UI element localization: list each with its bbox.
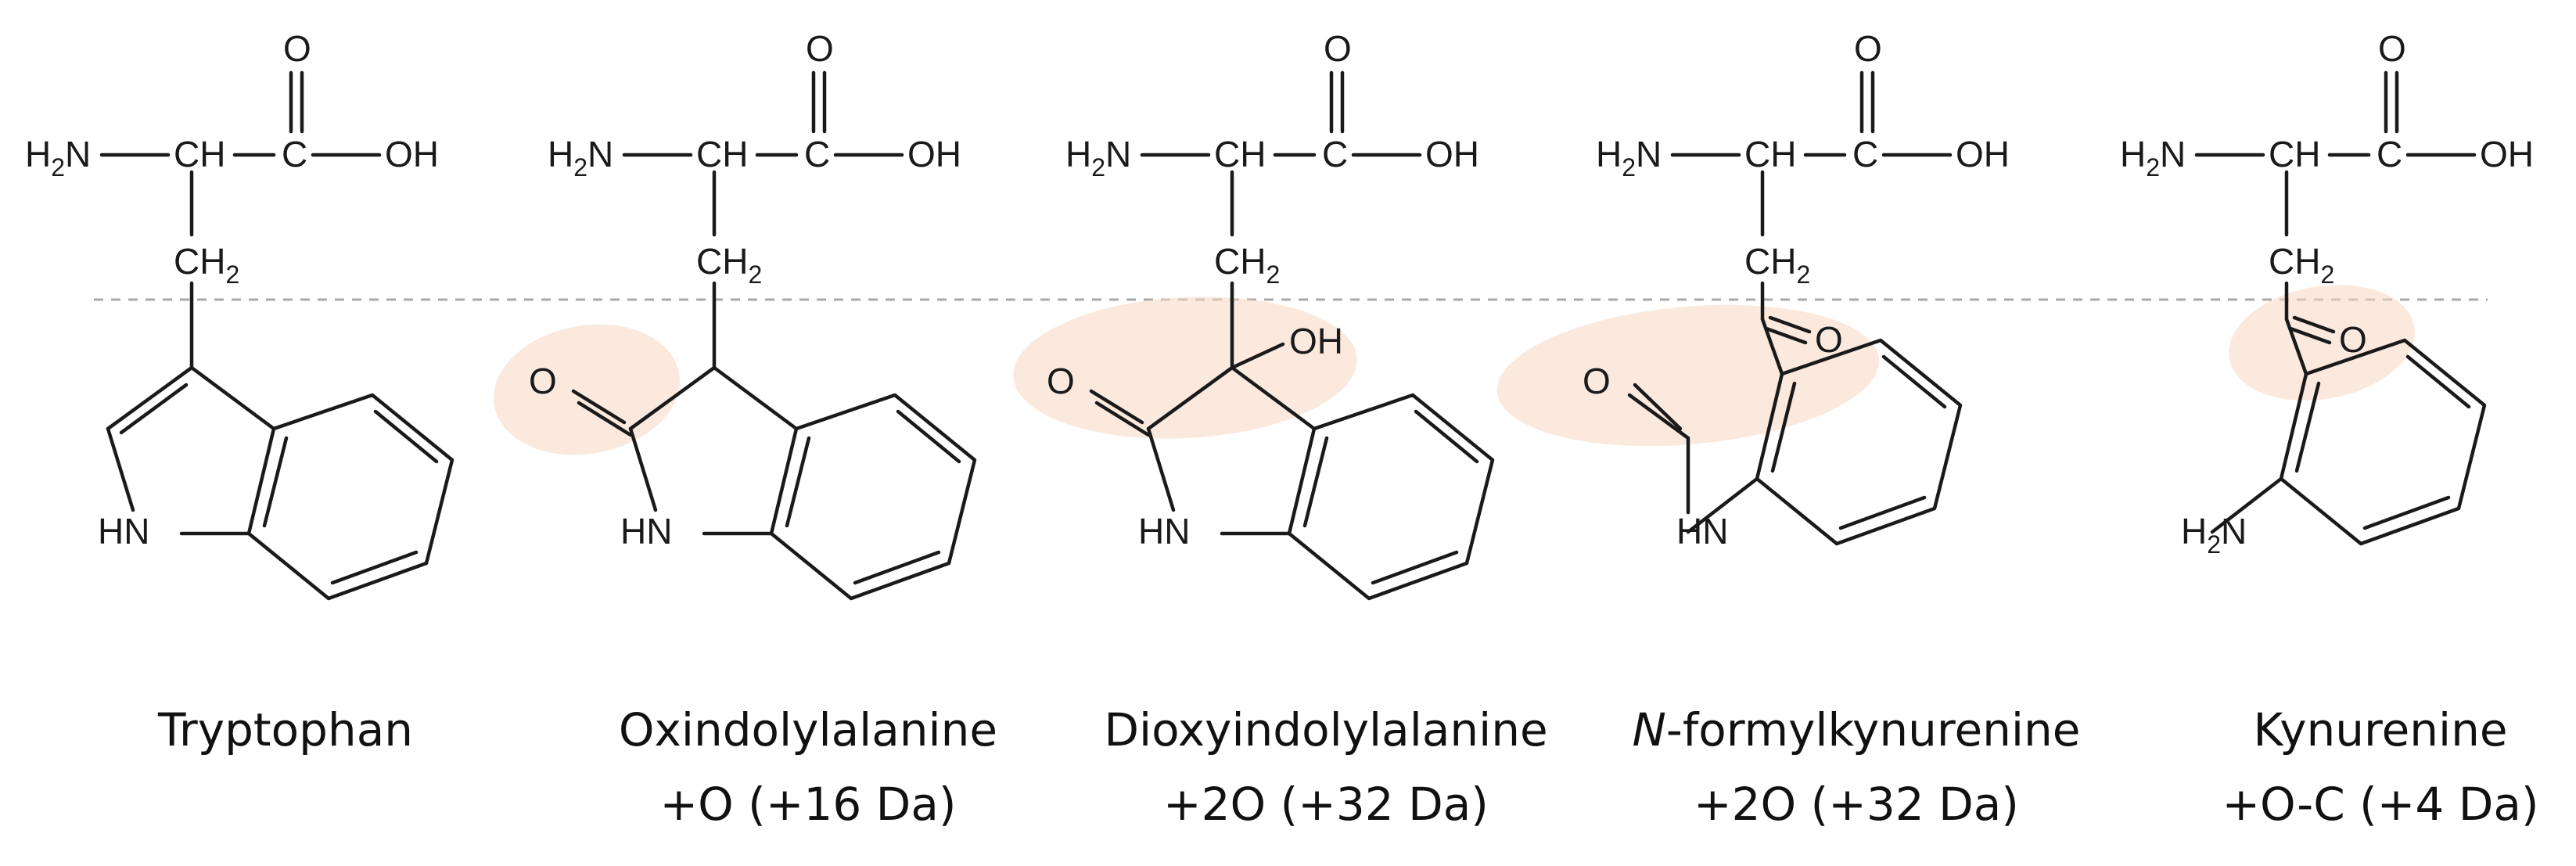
hydroxyl-label: OH xyxy=(1956,134,2010,174)
amine-label: H2N xyxy=(2120,134,2186,181)
double-bond xyxy=(373,409,439,464)
alpha-carbon-label: CH xyxy=(1744,134,1796,174)
benzene-ring xyxy=(1287,393,1495,601)
dioxyindolylalanine-structure: H2N CH C O OH CH2 OH O HN xyxy=(1013,28,1495,601)
tryptophan-structure: H2N CH C O OH CH2 HN xyxy=(25,28,454,601)
carbonyl-oxygen-label: O xyxy=(1324,28,1352,69)
double-bond xyxy=(330,550,419,585)
hydroxyl-label: OH xyxy=(907,134,961,174)
c3-hydroxyl-label: OH xyxy=(1289,321,1343,361)
methylene-label: CH2 xyxy=(696,241,762,289)
compound-name-kynurenine: Kynurenine xyxy=(2253,703,2507,756)
amine-label: H2N xyxy=(1596,134,1662,181)
alpha-carbon-label: CH xyxy=(2269,134,2320,174)
bond xyxy=(106,426,135,512)
methylene-label: CH2 xyxy=(1744,241,1810,289)
double-bond xyxy=(1371,550,1459,585)
carbonyl-oxygen-label: O xyxy=(1854,28,1882,69)
carbonyl-oxygen-label: O xyxy=(806,28,834,69)
alpha-carbon-label: CH xyxy=(1214,134,1266,174)
amine-label: H2N xyxy=(25,134,91,181)
methylene-label: CH2 xyxy=(2269,241,2334,289)
bond xyxy=(628,426,658,512)
compound-name-n-formylkynurenine: N-formylkynurenine xyxy=(1633,703,2081,756)
aniline-amine-label: H2N xyxy=(2181,511,2247,559)
double-bond xyxy=(2288,326,2332,345)
kynurenine-structure: H2N CH C O OH CH2 O H2N xyxy=(2120,28,2534,559)
compound-name-dioxyindolylalanine: Dioxyindolylalanine xyxy=(1104,703,1547,756)
bond xyxy=(1146,426,1176,512)
compound-labels: Tryptophan Oxindolylalanine +O (+16 Da) … xyxy=(157,703,2539,831)
double-bond xyxy=(2292,315,2336,334)
bond xyxy=(1230,365,1317,431)
double-bond xyxy=(785,436,811,528)
bond xyxy=(1686,476,1759,534)
bond xyxy=(1230,342,1285,370)
indole-nh-label: HN xyxy=(620,511,672,552)
carboxyl-carbon-label: C xyxy=(1322,134,1348,174)
formyl-oxygen-label: O xyxy=(1583,361,1611,401)
double-bond xyxy=(262,436,289,528)
bond xyxy=(106,365,194,431)
indole-nh-label: HN xyxy=(1138,511,1190,552)
double-bond xyxy=(1768,315,1812,334)
bond xyxy=(1146,365,1234,431)
alpha-carbon-label: CH xyxy=(696,134,748,174)
double-bond xyxy=(1838,495,1927,530)
amide-nh-label: HN xyxy=(1676,511,1728,552)
carbonyl-oxygen-label: O xyxy=(2378,28,2406,69)
carboxyl-carbon-label: C xyxy=(2377,134,2402,174)
double-bond xyxy=(1633,383,1683,431)
bond xyxy=(189,365,276,431)
mass-shift-oxindolylalanine: +O (+16 Da) xyxy=(660,778,957,831)
bond xyxy=(712,365,799,431)
double-bond xyxy=(1094,401,1151,437)
bond xyxy=(628,365,717,431)
double-bond xyxy=(2405,354,2471,409)
modification-highlight xyxy=(1496,304,1880,447)
modification-highlight xyxy=(2229,285,2415,401)
indole-nh-label: HN xyxy=(98,511,149,552)
amine-label: H2N xyxy=(1065,134,1131,181)
n-formylkynurenine-structure: H2N CH C O OH CH2 O HN O xyxy=(1496,28,2010,552)
oxindolylalanine-structure: H2N CH C O OH CH2 O HN xyxy=(493,28,977,601)
double-bond xyxy=(1764,326,1808,345)
alpha-carbon-label: CH xyxy=(174,134,225,174)
double-bond xyxy=(2294,381,2321,473)
double-bond xyxy=(1089,389,1144,425)
double-bond xyxy=(1302,436,1329,528)
double-bond xyxy=(896,409,961,464)
mass-shift-kynurenine: +O-C (+4 Da) xyxy=(2222,778,2538,831)
double-bond xyxy=(1770,381,1797,473)
compound-name-tryptophan: Tryptophan xyxy=(157,703,413,756)
lactam-oxygen-label: O xyxy=(529,361,557,401)
carboxyl-carbon-label: C xyxy=(282,134,307,174)
hydroxyl-label: OH xyxy=(385,134,439,174)
double-bond xyxy=(853,550,941,585)
hydroxyl-label: OH xyxy=(2480,134,2534,174)
double-bond xyxy=(577,401,633,437)
mass-shift-n-formylkynurenine: +2O (+32 Da) xyxy=(1694,778,2019,831)
bond xyxy=(2210,476,2283,534)
double-bond xyxy=(571,389,627,425)
double-bond xyxy=(119,383,189,435)
benzene-ring xyxy=(246,393,454,601)
compound-name-oxindolylalanine: Oxindolylalanine xyxy=(619,703,997,756)
modification-highlight xyxy=(493,324,681,455)
double-bond xyxy=(2362,495,2451,530)
benzene-ring xyxy=(769,393,977,601)
double-bond xyxy=(1881,354,1947,409)
methylene-label: CH2 xyxy=(1214,241,1280,289)
mass-shift-dioxyindolylalanine: +2O (+32 Da) xyxy=(1163,778,1489,831)
lactam-oxygen-label: O xyxy=(1047,361,1075,401)
amine-label: H2N xyxy=(548,134,613,181)
hydroxyl-label: OH xyxy=(1425,134,1479,174)
carbonyl-oxygen-label: O xyxy=(283,28,311,69)
methylene-label: CH2 xyxy=(174,241,239,289)
carboxyl-carbon-label: C xyxy=(1852,134,1878,174)
double-bond xyxy=(1414,409,1479,464)
carboxyl-carbon-label: C xyxy=(804,134,830,174)
bond xyxy=(1627,393,1690,440)
